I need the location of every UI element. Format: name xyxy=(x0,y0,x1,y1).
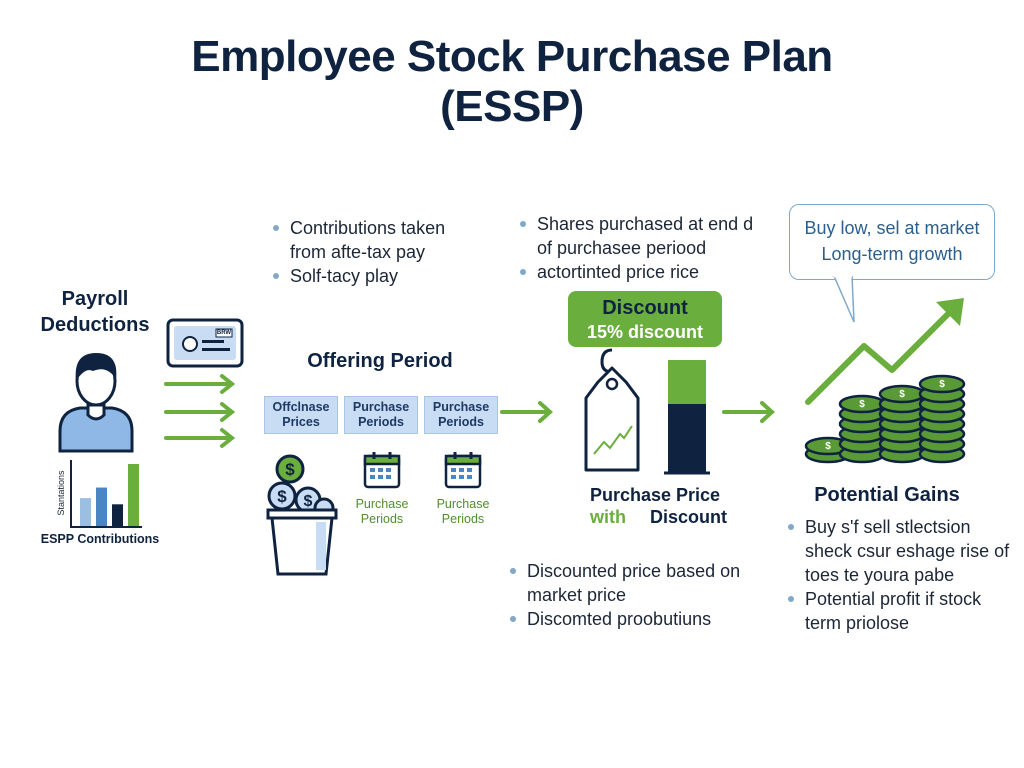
coin-cup-icon: $ $ $ xyxy=(266,454,338,576)
payroll-heading: Payroll Deductions xyxy=(20,286,170,338)
arrow-right-icon xyxy=(164,402,236,422)
bubble-line-2: Long-term growth xyxy=(821,244,963,264)
bullet-item: Buy s'f sell stlectsion sheck csur eshag… xyxy=(787,515,1017,587)
arrow-right-icon xyxy=(500,401,553,423)
calendar-icon xyxy=(444,452,482,489)
gains-heading: Potential Gains xyxy=(814,484,960,506)
arrow-right-icon xyxy=(722,401,775,423)
svg-text:$: $ xyxy=(859,399,865,410)
arrow-right-icon xyxy=(164,428,236,448)
payroll-heading-line-1: Payroll xyxy=(61,288,129,310)
title-line-1: Employee Stock Purchase Plan xyxy=(191,32,833,81)
discount-subtitle: 15% discount xyxy=(586,322,704,342)
svg-text:$: $ xyxy=(277,487,287,506)
payroll-heading-line-2: Deductions xyxy=(40,314,150,336)
speech-bubble-tail xyxy=(833,276,855,323)
contributions-chart: Stantations xyxy=(56,460,148,532)
calendar-icon xyxy=(363,452,401,489)
chart-bars xyxy=(80,464,139,526)
svg-text:$: $ xyxy=(825,441,831,452)
gains-bullets: Buy s'f sell stlectsion sheck csur eshag… xyxy=(787,515,1017,635)
arrow-right-icon xyxy=(164,374,236,394)
svg-text:$: $ xyxy=(939,379,945,390)
discount-bar xyxy=(664,360,710,475)
payroll-arrows xyxy=(164,374,236,448)
svg-text:$: $ xyxy=(899,389,905,400)
title-line-2: (ESSP) xyxy=(440,82,584,131)
calendar-label: Purchase Periods xyxy=(355,497,409,526)
bullet-item: Discomted proobutiuns xyxy=(509,607,749,631)
bullet-item: Contributions taken from afte-tax pay xyxy=(272,216,482,264)
chart-bar xyxy=(128,464,139,526)
page-title: Employee Stock Purchase Plan (ESSP) xyxy=(0,32,1024,132)
period-box: Purchase Periods xyxy=(344,396,418,434)
speech-bubble: Buy low, sel at market Long-term growth xyxy=(789,204,995,280)
chart-bar xyxy=(112,504,123,526)
person-icon xyxy=(58,353,134,453)
discounted-bullets: Discounted price based on market price D… xyxy=(509,559,749,631)
period-box: Offclnase Prices xyxy=(264,396,338,434)
bullet-item: Shares purchased at end d of purchasee p… xyxy=(519,212,769,260)
offering-heading: Offering Period xyxy=(307,350,453,372)
bullet-item: actortinted price rice xyxy=(519,260,769,284)
contributions-bullets: Contributions taken from afte-tax pay So… xyxy=(272,216,482,288)
svg-text:$: $ xyxy=(285,460,295,479)
growth-coins-illustration: $ $ $ $ xyxy=(804,298,966,464)
calendar-label: Purchase Periods xyxy=(436,497,490,526)
id-card-icon xyxy=(166,318,244,368)
caption-discount: Discount xyxy=(650,507,728,527)
shares-bullets: Shares purchased at end d of purchasee p… xyxy=(519,212,769,284)
price-tag-icon xyxy=(584,348,640,472)
chart-bar xyxy=(80,498,91,526)
discount-badge: Discount 15% discount xyxy=(568,291,722,347)
bullet-item: Discounted price based on market price xyxy=(509,559,749,607)
caption-with: with xyxy=(590,507,626,527)
chart-axis xyxy=(70,460,72,528)
svg-text:$: $ xyxy=(304,493,313,510)
bullet-item: Solf-tacy play xyxy=(272,264,482,288)
bubble-line-1: Buy low, sel at market xyxy=(804,218,980,238)
chart-axis xyxy=(70,526,142,528)
caption-line-1: Purchase Price xyxy=(589,485,721,505)
purchase-price-caption: Purchase Price with Discount xyxy=(580,484,730,528)
chart-caption: ESPP Contributions xyxy=(40,532,160,546)
chart-y-label: Stantations xyxy=(56,470,66,516)
bullet-item: Potential profit if stock term priolose xyxy=(787,587,1017,635)
period-box: Purchase Periods xyxy=(424,396,498,434)
chart-bar xyxy=(96,487,107,526)
growth-arrow-icon xyxy=(805,301,961,405)
id-card-label: BRW xyxy=(216,330,232,336)
discount-title: Discount xyxy=(602,297,688,319)
